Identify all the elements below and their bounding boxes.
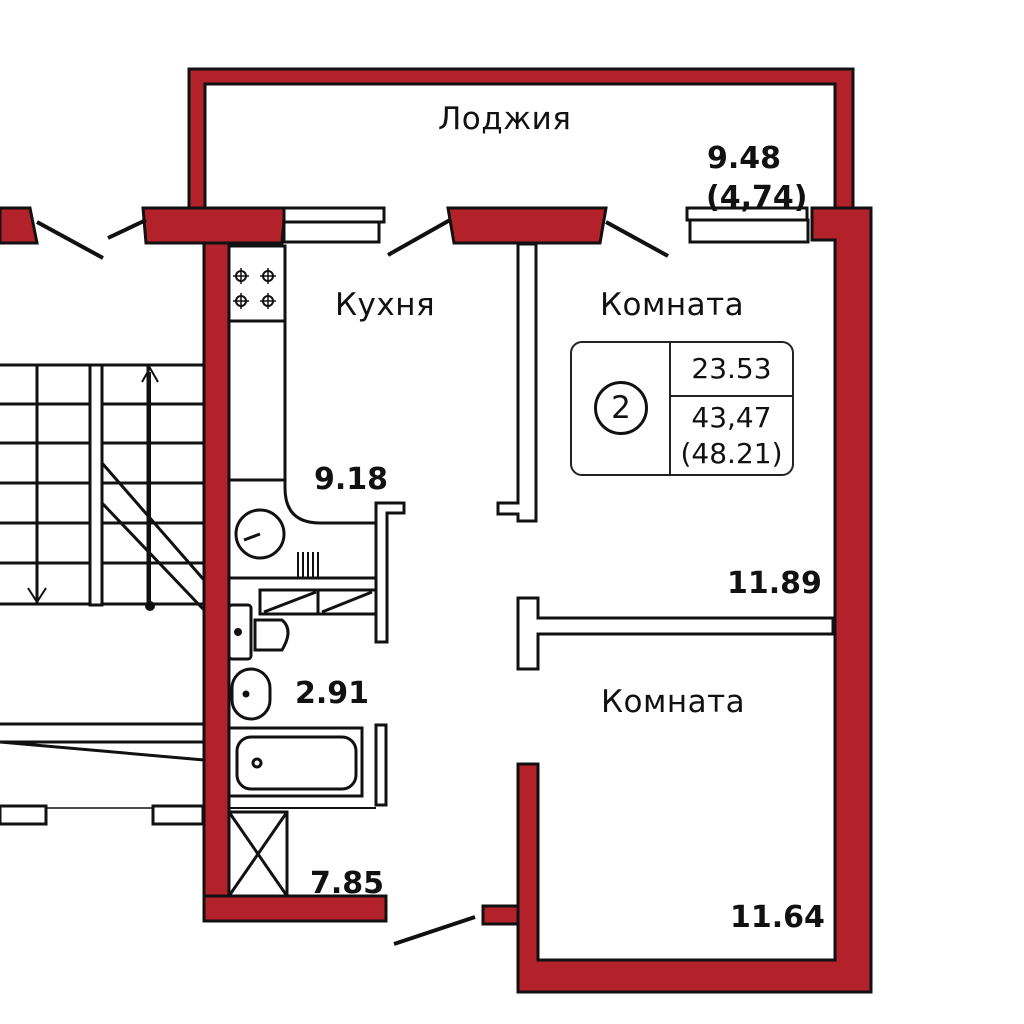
door-swing — [605, 220, 669, 258]
room2-label: Комната — [601, 684, 746, 720]
staircase — [0, 363, 206, 612]
kitchen-sink-icon — [234, 508, 286, 560]
window-sill-1 — [282, 206, 386, 224]
apartment-summary: 2 23.53 43,47 (48.21) — [570, 341, 794, 476]
door-swing — [393, 915, 476, 946]
door-swing — [107, 218, 147, 240]
loggia-area-half: (4,74) — [706, 180, 808, 215]
bath-side-wall — [374, 723, 388, 807]
room1-label: Комната — [600, 287, 745, 323]
room1-area: 11.89 — [727, 566, 822, 601]
total-area: 43,47 — [691, 401, 772, 434]
corridor — [0, 722, 205, 809]
pier-left-edge — [0, 206, 39, 245]
kitchen-counter — [229, 244, 376, 525]
pier-kitchen — [141, 206, 287, 245]
left-wall — [202, 238, 231, 898]
vent-shaft — [258, 588, 378, 616]
bathtub-icon — [227, 726, 364, 798]
left-corridor-stub — [0, 804, 48, 826]
loggia-label: Лоджия — [438, 101, 572, 137]
room2-area: 11.64 — [730, 900, 825, 935]
partition-rooms — [516, 596, 835, 671]
closet-icon — [227, 810, 289, 898]
kitchen-area: 9.18 — [314, 462, 389, 497]
hallway-bottom-wall — [202, 894, 388, 923]
partition-kitchen-room — [496, 242, 538, 523]
door-swing — [387, 218, 451, 257]
stove-icon — [233, 268, 276, 309]
radiator-icon — [297, 552, 319, 578]
hallway-area: 7.85 — [310, 866, 385, 901]
left-corridor-stub-2 — [151, 804, 205, 826]
room-count-badge: 2 — [594, 381, 648, 435]
stair-arrow-icon — [27, 365, 159, 611]
summary-divider — [669, 343, 671, 474]
loggia-area: 9.48 — [707, 141, 782, 176]
kitchen-label: Кухня — [335, 287, 436, 323]
washbasin-icon — [230, 667, 272, 721]
door-stub — [481, 904, 520, 926]
window-sill-2b — [688, 218, 810, 244]
right-outer-wall — [516, 206, 873, 994]
partition-bath — [374, 501, 406, 644]
door-swing — [36, 220, 104, 260]
pier-center — [446, 206, 608, 245]
bathroom-area: 2.91 — [295, 676, 370, 711]
total-area-with-loggia: (48.21) — [680, 437, 783, 470]
toilet-icon — [227, 603, 290, 661]
summary-divider — [671, 395, 792, 397]
window-sill-1b — [282, 220, 381, 244]
living-area: 23.53 — [691, 352, 772, 385]
